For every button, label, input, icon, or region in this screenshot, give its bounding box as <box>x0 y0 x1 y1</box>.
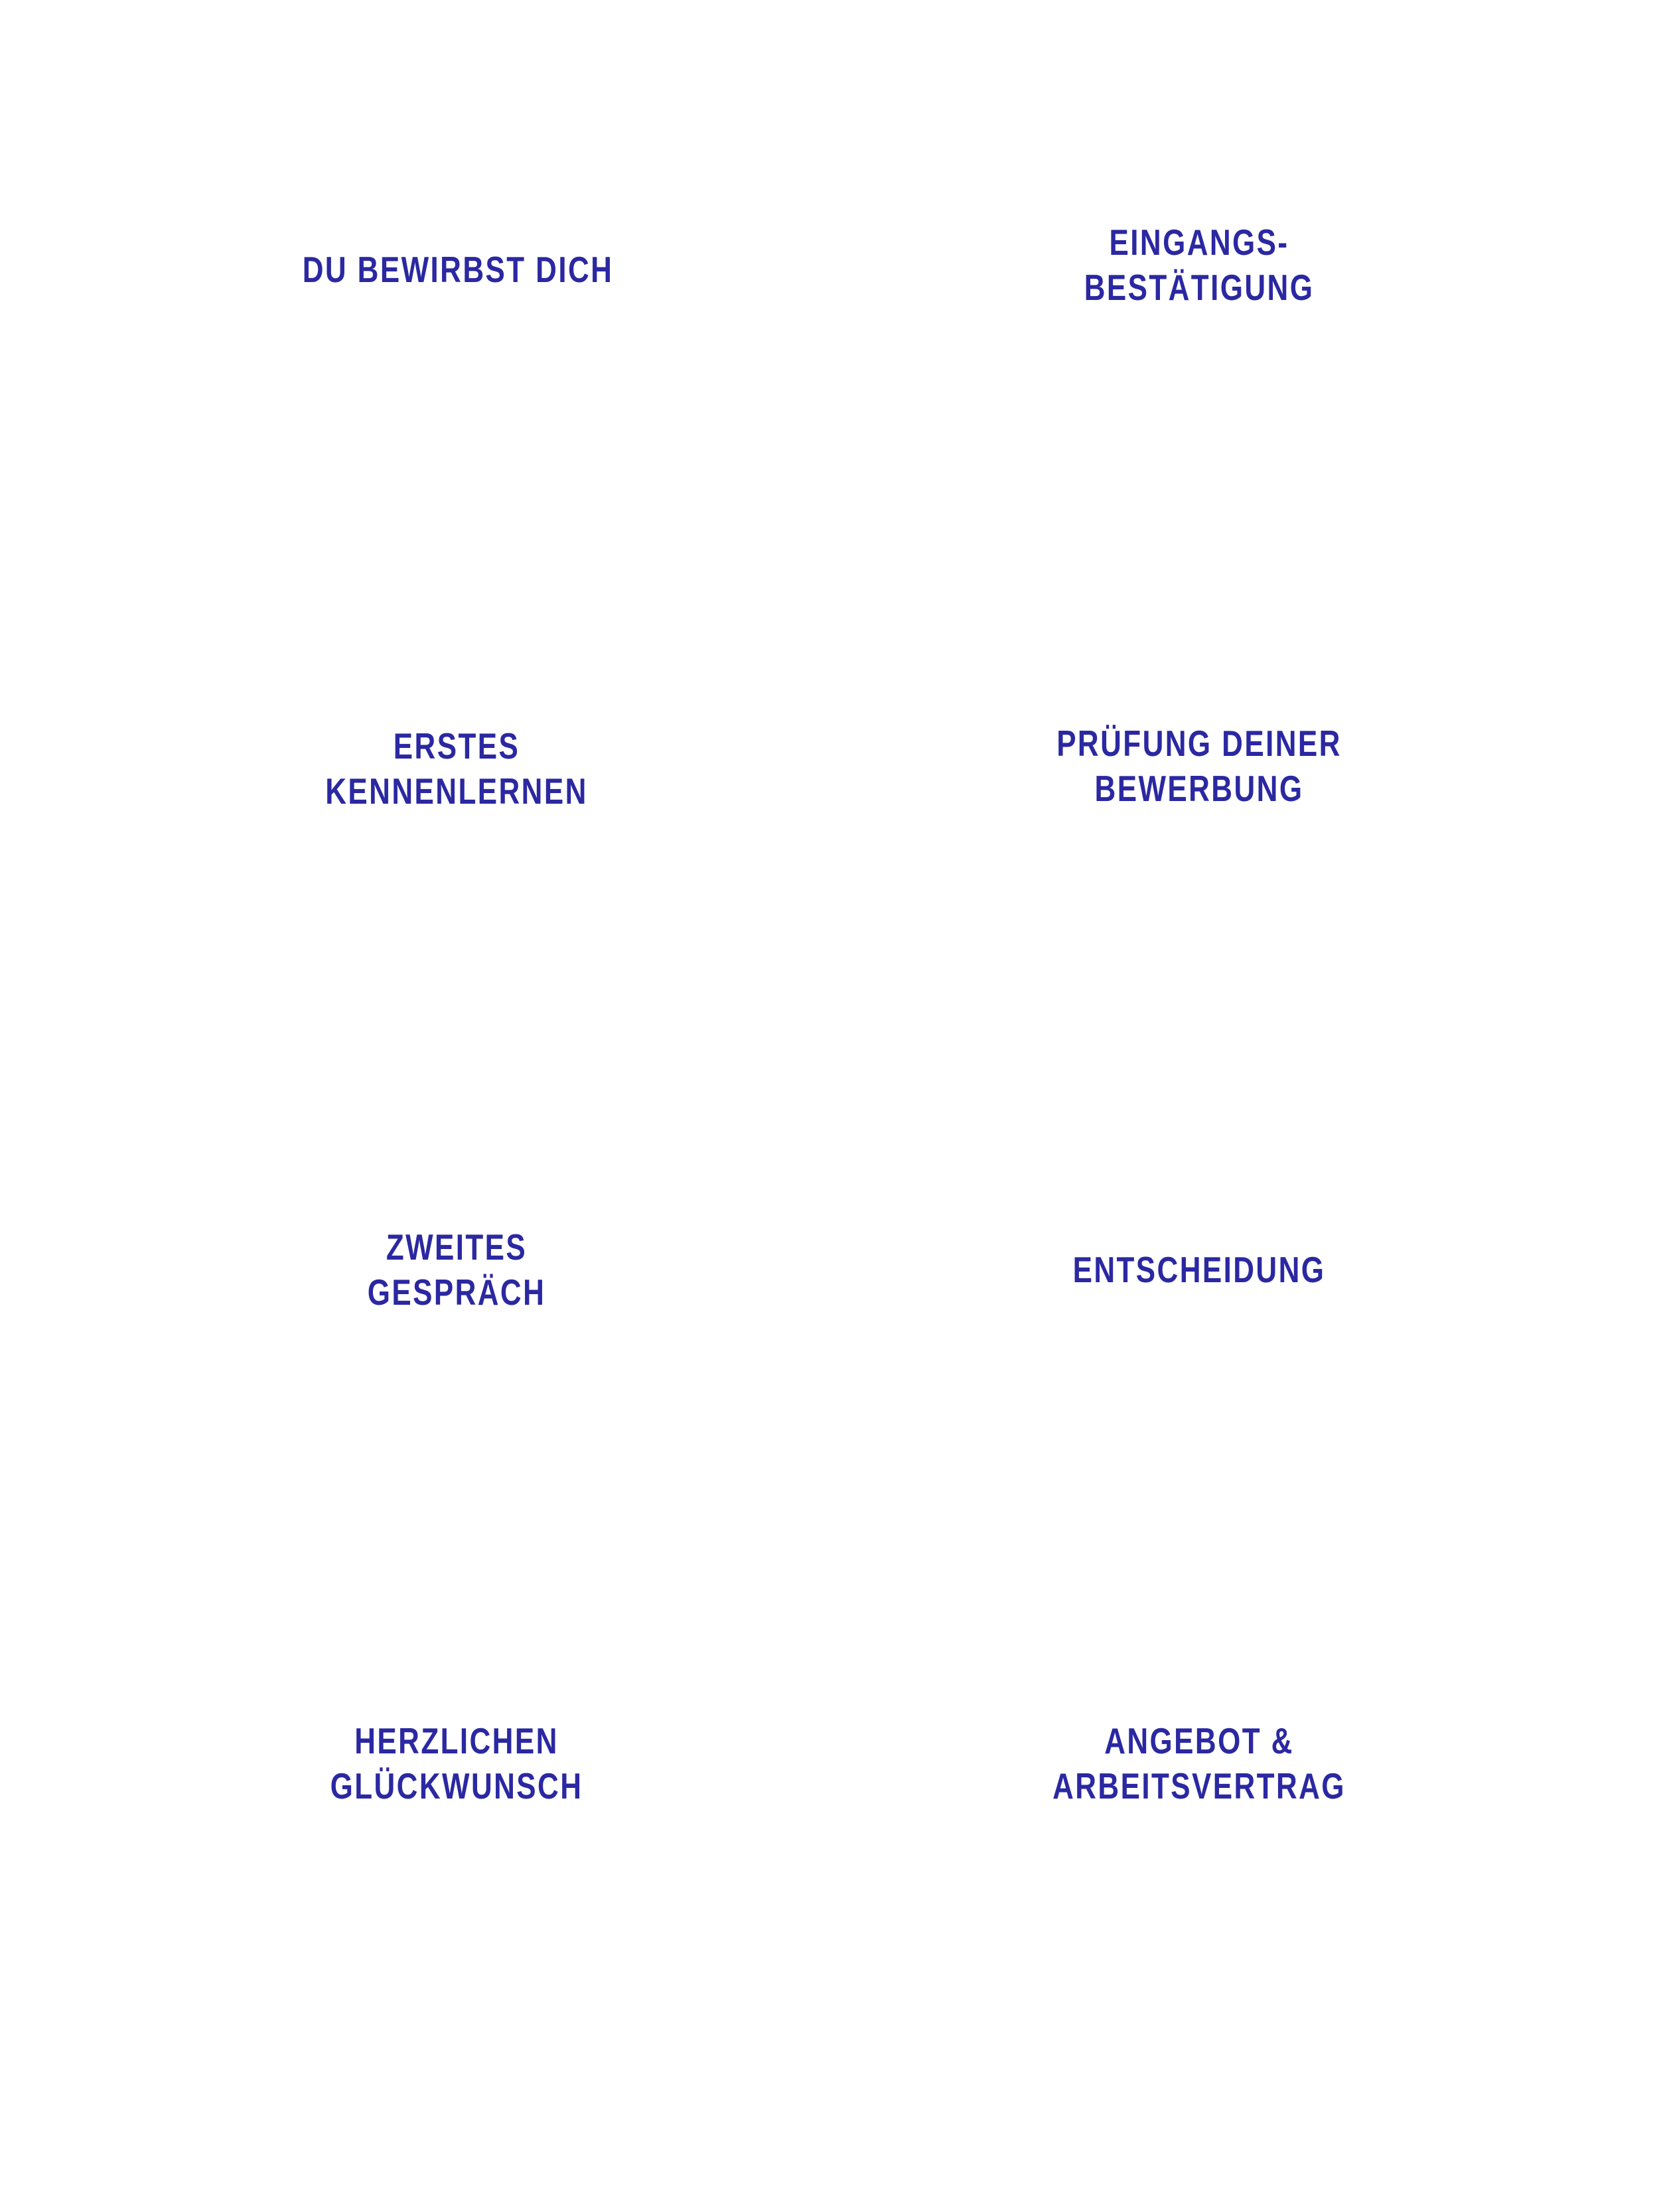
step-pruefung-deiner-bewerbung: PRÜFUNG DEINER BEWERBUNG <box>1056 723 1342 809</box>
step-angebot-arbeitsvertrag: ANGEBOT & ARBEITSVERTRAG <box>1052 1720 1346 1806</box>
step-du-bewirbst-dich: DU BEWIRBST DICH <box>302 249 614 290</box>
step-zweites-gespraech: ZWEITES GESPRÄCH <box>367 1226 546 1313</box>
step-entscheidung: ENTSCHEIDUNG <box>1072 1249 1326 1290</box>
step-herzlichen-glueckwunsch: HERZLICHEN GLÜCKWUNSCH <box>330 1720 583 1806</box>
step-erstes-kennenlernen: ERSTES KENNENLERNEN <box>325 725 588 812</box>
step-eingangsbestaetigung: EINGANGS- BESTÄTIGUNG <box>1084 222 1315 308</box>
